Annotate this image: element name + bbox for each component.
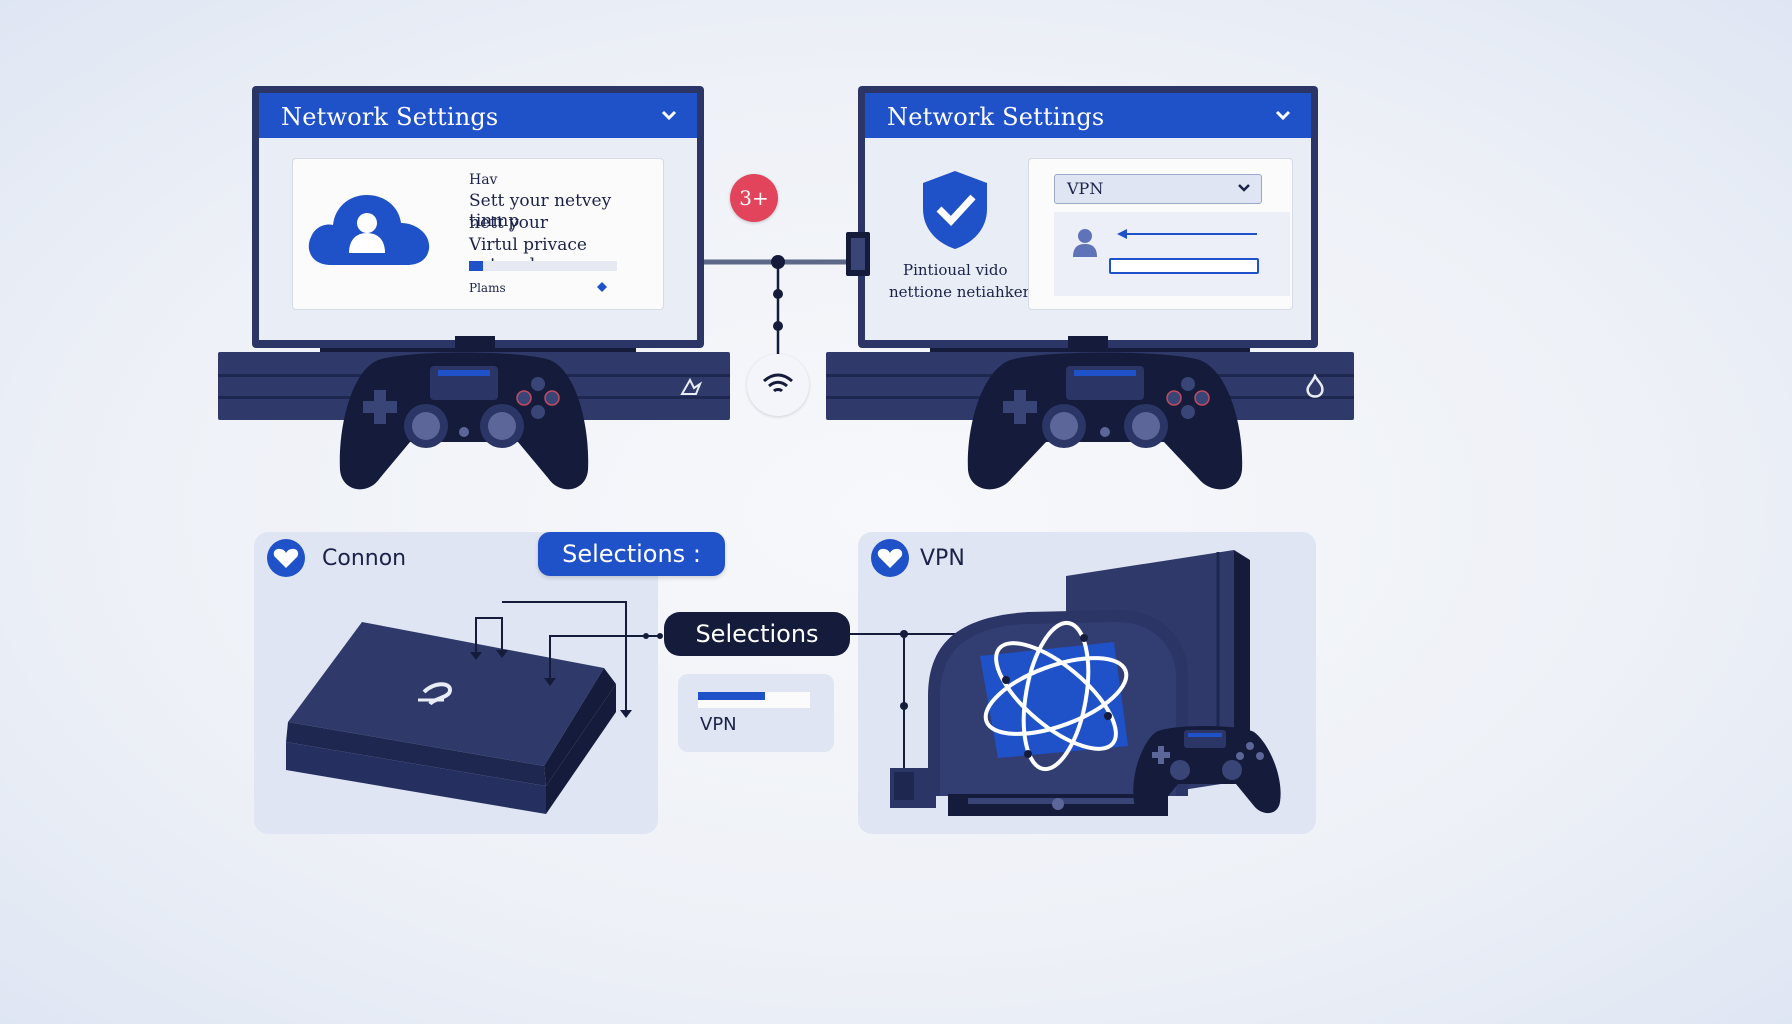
left-gamepad-icon [339, 352, 589, 490]
password-field[interactable] [1109, 258, 1259, 274]
card-progress-bar [469, 261, 617, 271]
shield-caption-2: nettione netiahker [889, 283, 1030, 301]
left-tv-neck [455, 336, 495, 356]
flame-icon [1306, 374, 1324, 398]
chevron-down-icon[interactable] [659, 105, 679, 125]
right-network-settings-bar[interactable]: Network Settings [865, 93, 1311, 138]
ps-logo-icon [680, 377, 703, 395]
notification-badge-label: 3+ [739, 186, 769, 210]
user-icon [1073, 229, 1097, 257]
chevron-down-icon[interactable] [1237, 181, 1251, 195]
right-tv-neck [1068, 336, 1108, 356]
vpn-dropdown[interactable]: VPN [1054, 174, 1262, 204]
left-tv-screen: Network Settings Hav Sett your netvey ti… [259, 93, 697, 340]
right-tv-screen: Network Settings Pintioual vido nettione… [865, 93, 1311, 340]
wifi-bubble[interactable] [747, 354, 809, 416]
heart-badge-icon [267, 539, 305, 577]
username-field[interactable] [1119, 233, 1257, 235]
ps4-slim-console [286, 622, 616, 814]
card-line-1: Hav [469, 172, 498, 188]
bottom-right-panel-title: VPN [920, 546, 965, 571]
left-network-settings-title: Network Settings [281, 103, 499, 131]
shield-check-icon [923, 171, 987, 249]
vpn-mini-label: VPN [700, 714, 737, 735]
card-line-3: nett your [469, 213, 548, 233]
vpn-console-illustration [890, 550, 1281, 816]
notification-badge[interactable]: 3+ [730, 174, 778, 222]
wifi-icon [763, 373, 793, 393]
selections-pill-mid[interactable]: Selections [664, 612, 850, 656]
vpn-mini-progress [698, 692, 810, 708]
center-connector-lines [704, 232, 870, 366]
card-line-2: Sett your netvey tinmp [469, 191, 612, 231]
right-gamepad-icon [967, 352, 1243, 490]
chevron-down-icon[interactable] [1273, 105, 1293, 125]
selections-pill-top[interactable]: Selections : [538, 532, 725, 576]
caret-left-icon [1117, 229, 1127, 239]
card-progress-fill [469, 261, 483, 271]
shield-caption-1: Pintioual vido [903, 261, 1008, 279]
selections-pill-mid-label: Selections [695, 620, 819, 648]
heart-badge-icon [871, 539, 909, 577]
vpn-dropdown-value: VPN [1067, 179, 1104, 198]
right-tv: Network Settings Pintioual vido nettione… [858, 86, 1318, 348]
right-network-settings-title: Network Settings [887, 103, 1105, 131]
left-tv: Network Settings Hav Sett your netvey ti… [252, 86, 704, 348]
cloud-user-icon [308, 195, 430, 265]
left-vpn-info-card: Hav Sett your netvey tinmp nett your Vir… [292, 158, 664, 310]
vpn-mini-card[interactable]: VPN [678, 674, 834, 752]
left-network-settings-bar[interactable]: Network Settings [259, 93, 697, 138]
bottom-left-panel-title: Connon [322, 546, 407, 571]
bottom-left-connectors [470, 601, 663, 718]
diamond-icon[interactable] [597, 282, 607, 292]
selections-pill-top-label: Selections : [562, 540, 701, 568]
card-footer-label: Plams [469, 281, 506, 295]
vpn-mini-progress-fill [698, 692, 766, 700]
right-vpn-card: VPN [1028, 158, 1293, 310]
